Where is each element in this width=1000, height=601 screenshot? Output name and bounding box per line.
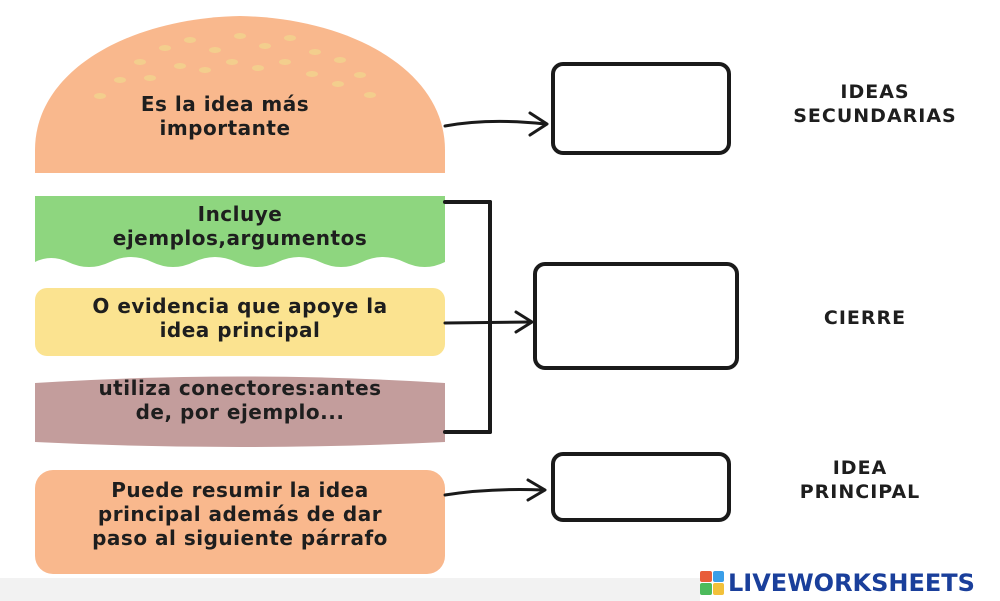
patty-text: utiliza conectores:antes de, por ejemplo… bbox=[98, 376, 382, 424]
answer-box-bottom[interactable] bbox=[551, 452, 731, 522]
bottom-bun bbox=[35, 470, 445, 574]
top-bun bbox=[35, 16, 445, 173]
option-cierre[interactable]: CIERRE bbox=[823, 307, 907, 329]
sesame-seeds-icon bbox=[94, 33, 376, 99]
bottom-bar bbox=[0, 578, 700, 601]
bracket-icon bbox=[443, 200, 492, 434]
brand-name: LIVEWORKSHEETS bbox=[728, 568, 975, 597]
liveworksheets-logo-icon bbox=[700, 570, 724, 595]
option-idea-principal[interactable]: IDEA PRINCIPAL bbox=[799, 457, 921, 503]
answer-box-top[interactable] bbox=[551, 62, 731, 155]
lettuce-text: Incluye ejemplos,argumentos bbox=[112, 202, 368, 250]
arrow-right-icon bbox=[443, 478, 547, 502]
bottom-bun-text: Puede resumir la idea principal además d… bbox=[92, 478, 388, 550]
cheese-text: O evidencia que apoye la idea principal bbox=[92, 294, 388, 342]
answer-box-middle[interactable] bbox=[533, 262, 739, 370]
liveworksheets-logo: LIVEWORKSHEETS bbox=[700, 564, 1000, 601]
cheese-layer bbox=[35, 288, 445, 356]
option-ideas-secundarias[interactable]: IDEAS SECUNDARIAS bbox=[793, 81, 957, 127]
patty-layer bbox=[35, 376, 445, 447]
top-bun-text: Es la idea más importante bbox=[140, 92, 310, 140]
arrow-right-icon bbox=[443, 111, 549, 137]
arrow-right-icon bbox=[443, 310, 534, 334]
lettuce-layer bbox=[35, 196, 445, 267]
